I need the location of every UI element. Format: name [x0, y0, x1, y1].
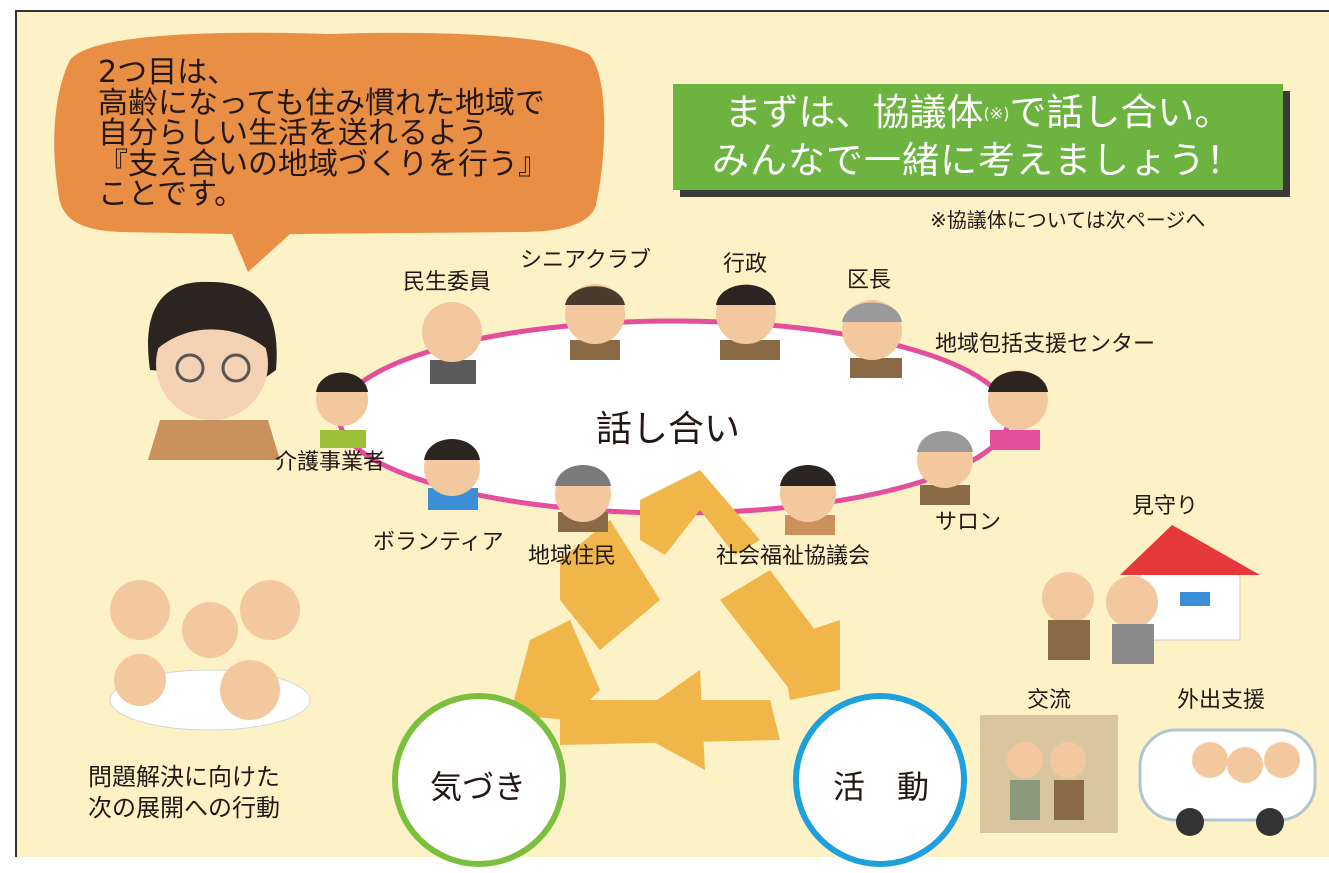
label-kucho: 区長 — [847, 268, 892, 293]
koryu-illustration — [980, 715, 1118, 833]
bubble-line: 『支え合いの地域づくりを行う』 — [98, 146, 548, 182]
mimamori-label: 見守り — [1132, 494, 1199, 519]
kizuki-label: 気づき — [430, 768, 527, 806]
participant-kaigo-icon — [316, 372, 368, 448]
label-kaigo: 介護事業者 — [275, 450, 386, 475]
footnote: ※協議体については次ページへ — [930, 208, 1206, 232]
participant-senior-club-icon — [565, 284, 625, 360]
label-jumin: 地域住民 — [528, 544, 617, 569]
katsudo-circle — [793, 693, 967, 867]
bottom-left-caption: 問題解決に向けた 次の展開への行動 — [88, 762, 280, 823]
gaishutsu-label: 外出支援 — [1177, 688, 1266, 713]
label-salon: サロン — [935, 510, 1002, 535]
label-minsei: 民生委員 — [403, 270, 492, 295]
label-shakyo: 社会福祉協議会 — [716, 544, 871, 569]
gaishutsu-van-illustration — [1138, 728, 1317, 836]
bubble-line: 2つ目は、 — [98, 55, 238, 90]
participant-gyosei-icon — [716, 284, 780, 360]
speech-bubble-text: 2つ目は、 高齢になっても住み慣れた地域で 自分らしい生活を送れるよう 『支え合… — [98, 55, 548, 213]
participant-jumin-icon — [555, 465, 611, 532]
katsudo-label: 活 動 — [833, 768, 930, 806]
discussion-center-label: 話し合い — [596, 409, 741, 450]
label-gyosei: 行政 — [723, 252, 768, 277]
caption-line: 問題解決に向けた — [88, 763, 280, 791]
participant-volunteer-icon — [424, 439, 480, 510]
headline-line-1-start: まずは、協議体 — [724, 91, 984, 134]
bubble-line: 自分らしい生活を送れるよう — [98, 116, 488, 152]
label-volunteer: ボランティア — [373, 530, 504, 555]
koryu-label: 交流 — [1027, 688, 1072, 713]
bubble-line: 高齢になっても住み慣れた地域で — [98, 85, 545, 121]
speech-bubble — [54, 32, 605, 273]
participant-shakyo-icon — [780, 465, 836, 535]
headline-line-2: みんなで一緒に考えましょう！ — [712, 139, 1244, 182]
participant-minsei-icon — [422, 302, 482, 384]
label-houkatsu: 地域包括支援センター — [935, 332, 1156, 357]
participant-kucho-icon — [842, 300, 902, 378]
participant-salon-icon — [917, 431, 973, 505]
bubble-line: ことです。 — [98, 177, 245, 213]
headline-line-1-end: で話し合い。 — [1009, 91, 1232, 134]
headline-note-mark: (※) — [983, 104, 1010, 123]
mimamori-house-illustration — [1042, 525, 1260, 664]
group-discussion-illustration — [109, 580, 311, 731]
label-senior-club: シニアクラブ — [520, 248, 651, 273]
participant-houkatsu-icon — [988, 370, 1048, 450]
headline-line-1: まずは、協議体(※)で話し合い。 — [673, 90, 1283, 137]
speaker-woman-icon — [148, 281, 280, 460]
recycle-arrows-icon — [510, 470, 840, 770]
headline-box: まずは、協議体(※)で話し合い。 みんなで一緒に考えましょう！ — [673, 84, 1283, 190]
kizuki-circle — [392, 693, 566, 867]
caption-line: 次の展開への行動 — [88, 793, 280, 822]
